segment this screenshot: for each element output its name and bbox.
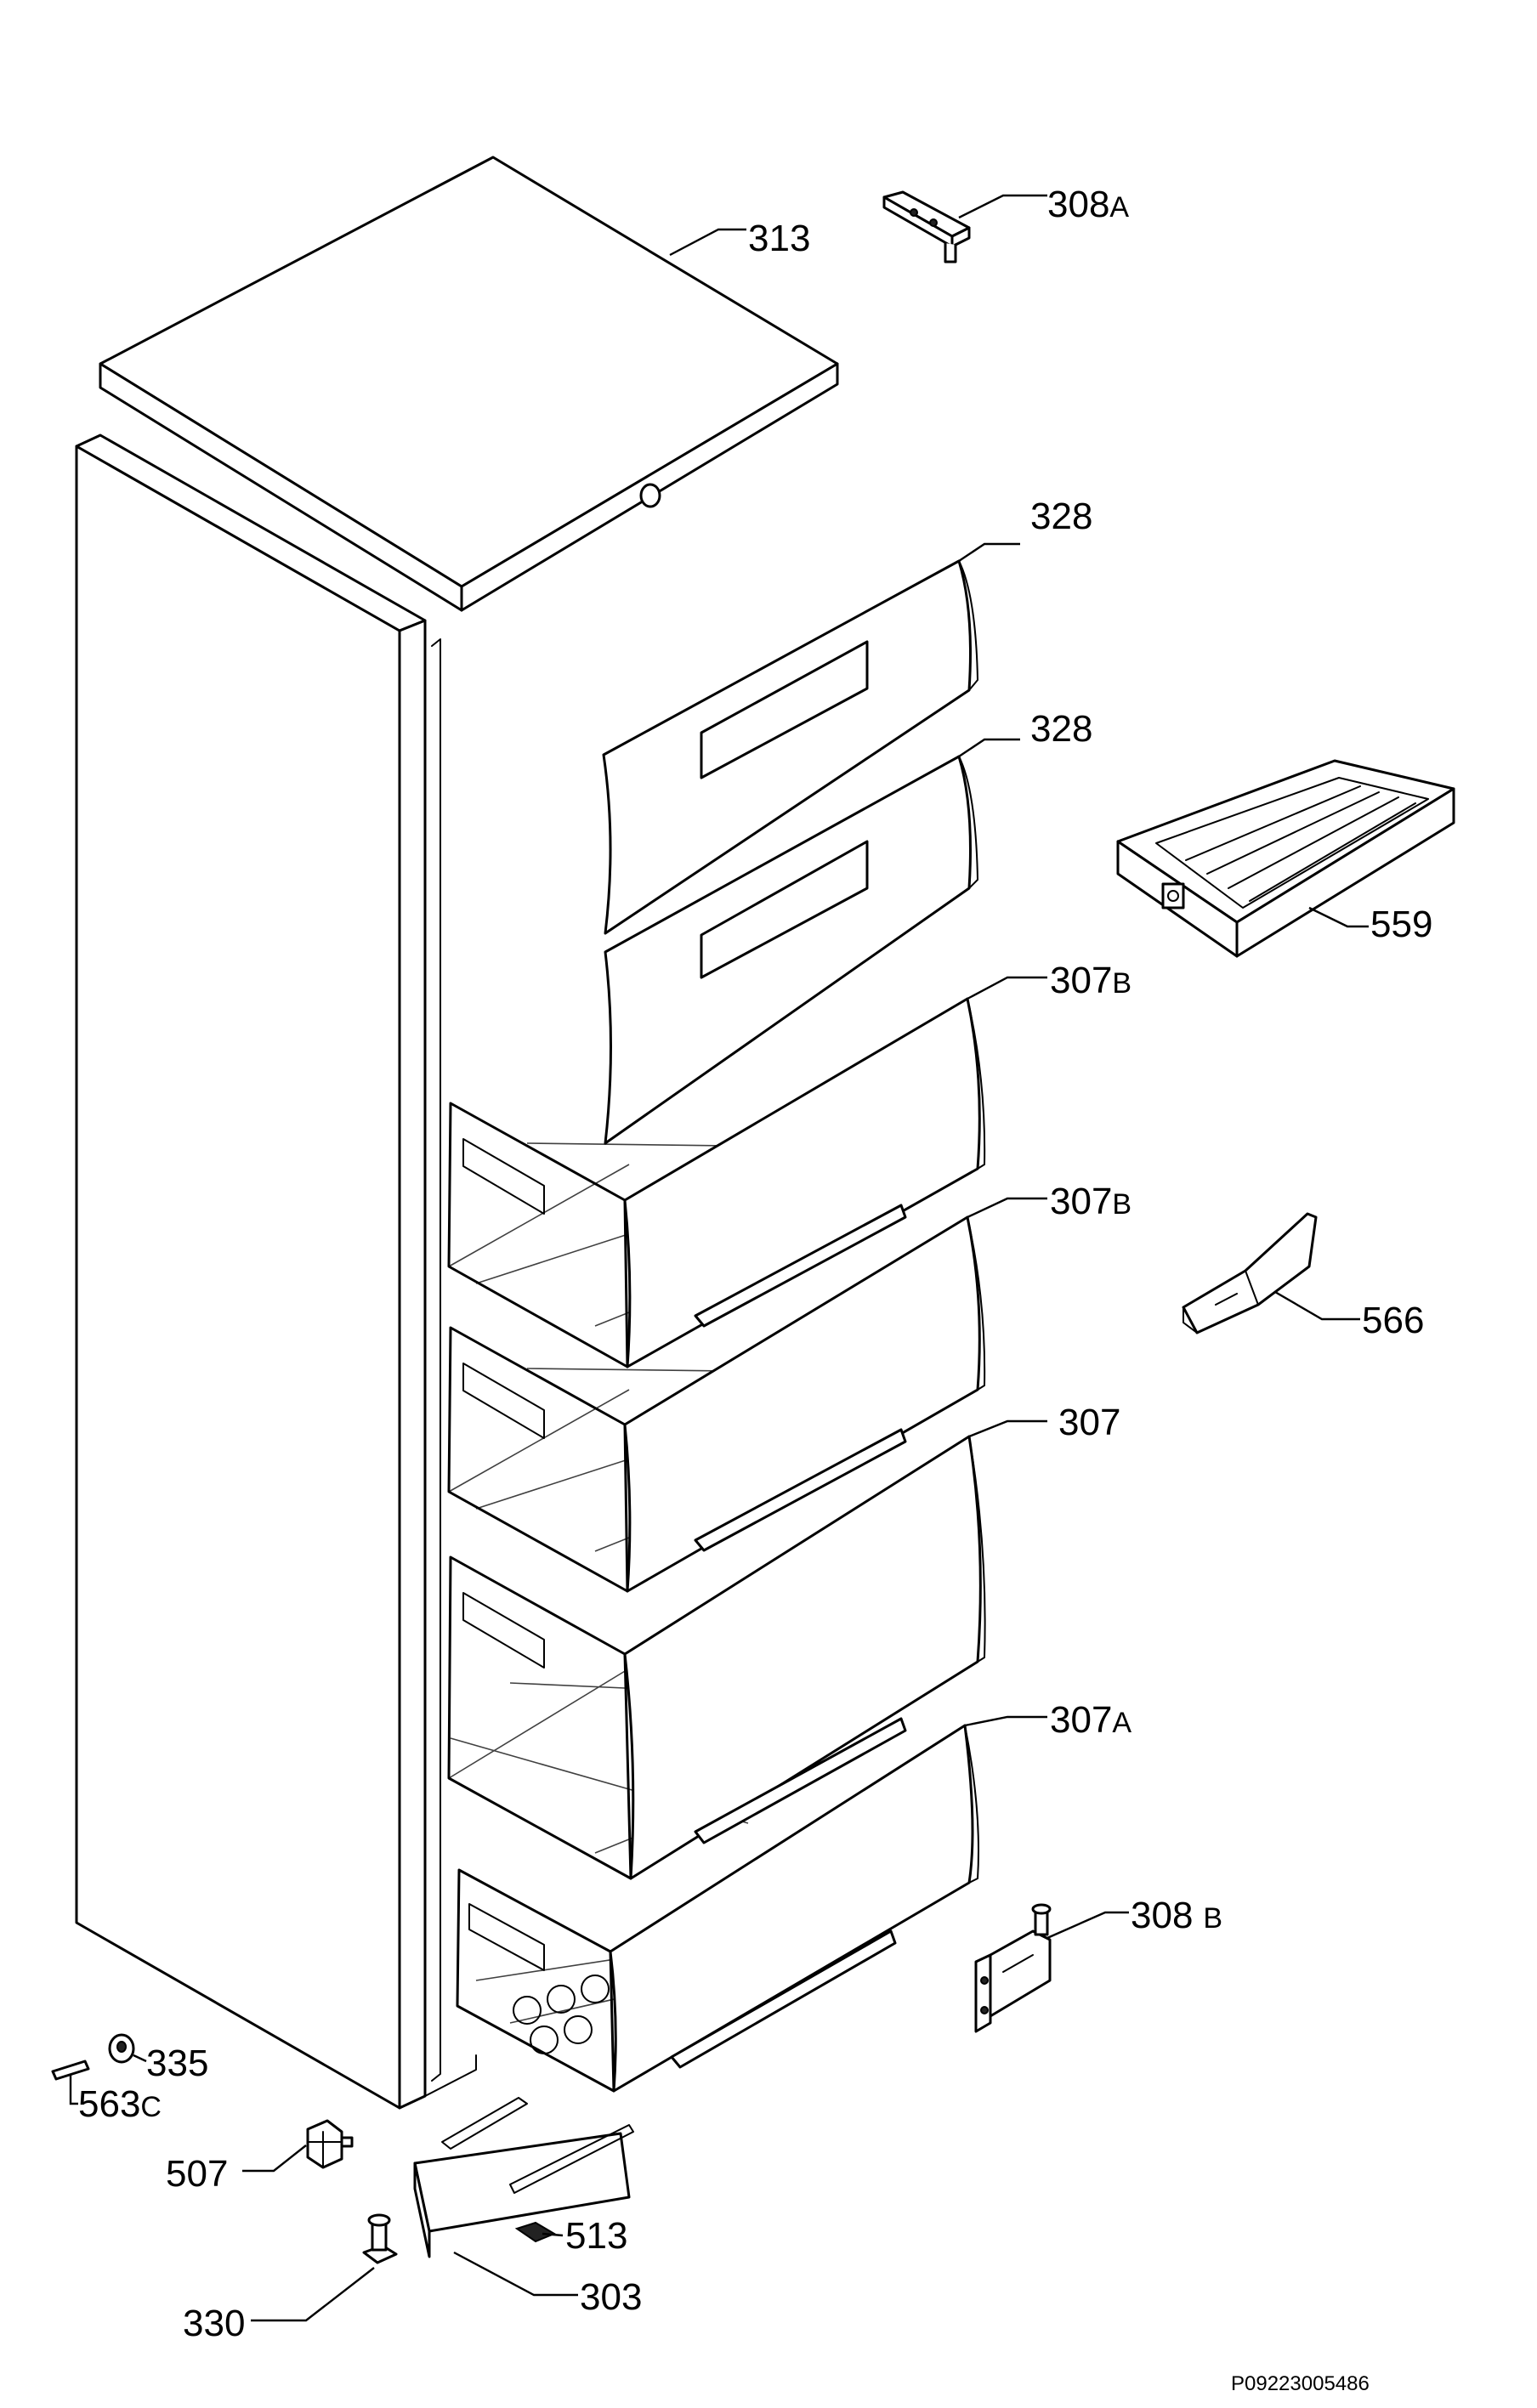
label-307: 307 — [1058, 1402, 1120, 1443]
base-plinth-303 — [413, 2097, 634, 2258]
callout-labels: 313 308A 328 328 559 307B 307B 566 307 3… — [78, 184, 1432, 2344]
label-328-upper: 328 — [1030, 496, 1092, 537]
flap-328-upper — [602, 559, 978, 935]
label-313: 313 — [748, 218, 810, 259]
label-307b-lower: 307B — [1050, 1181, 1131, 1222]
adjustable-foot-330 — [362, 2213, 398, 2264]
pin-563c — [51, 2060, 90, 2081]
drawer-307a-bottom — [456, 1724, 979, 2093]
lower-hinge-308b — [974, 1903, 1052, 2033]
label-308a: 308A — [1047, 184, 1129, 225]
upper-hinge-308a — [882, 190, 971, 263]
drawer-307b-upper — [447, 997, 986, 1368]
label-335: 335 — [146, 2043, 208, 2084]
label-307a: 307A — [1050, 1699, 1131, 1741]
label-559: 559 — [1370, 904, 1432, 945]
switch-507 — [306, 2119, 354, 2169]
leader-lines — [69, 194, 1369, 2322]
label-513: 513 — [565, 2215, 627, 2257]
ice-tray-559 — [1116, 759, 1455, 958]
foot-513 — [514, 2221, 557, 2243]
label-307b-upper: 307B — [1050, 960, 1131, 1001]
label-563c: 563C — [78, 2083, 162, 2125]
flap-328-lower — [604, 755, 978, 1145]
drawer-307-tall — [447, 1435, 986, 1880]
bushing-335 — [108, 2033, 135, 2064]
label-330: 330 — [183, 2303, 245, 2344]
reference-code: P09223005486 — [1231, 2372, 1370, 2395]
label-303: 303 — [580, 2276, 642, 2318]
drawer-307b-lower — [447, 1215, 986, 1593]
label-328-lower: 328 — [1030, 708, 1092, 750]
top-cover-313 — [99, 156, 839, 612]
label-566: 566 — [1362, 1300, 1424, 1341]
label-507: 507 — [166, 2153, 228, 2195]
cabinet-body — [75, 433, 477, 2110]
clip-566 — [1182, 1212, 1318, 1334]
